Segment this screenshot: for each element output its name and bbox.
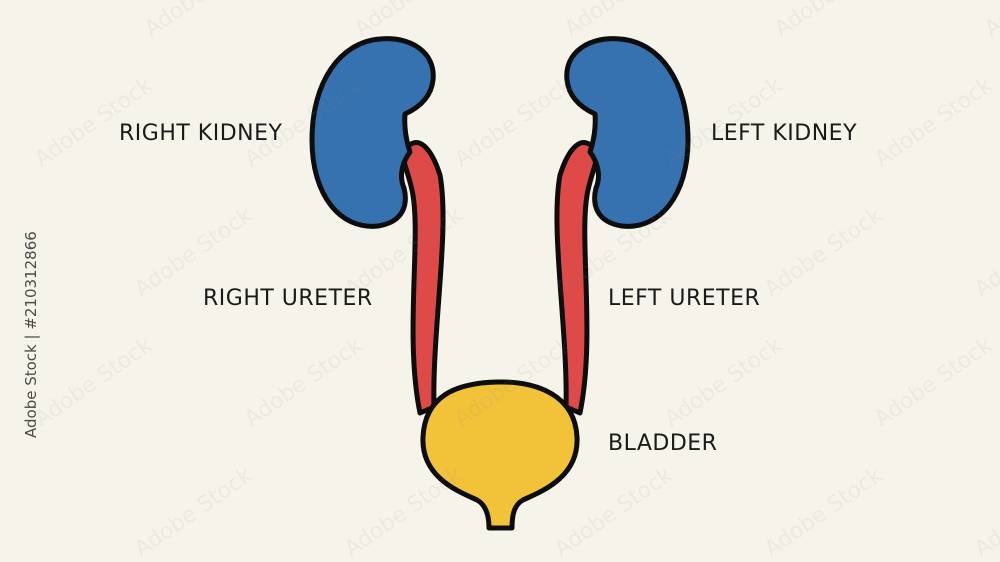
left-kidney [564, 36, 691, 229]
bladder-label: BLADDER [608, 431, 718, 456]
stock-id-text: Adobe Stock | #210312866 [22, 231, 40, 438]
bladder [420, 379, 580, 531]
right-ureter [400, 140, 446, 416]
left-kidney-label: LEFT KIDNEY [711, 121, 858, 146]
left-ureter [554, 140, 600, 416]
left-ureter-label: LEFT URETER [608, 286, 761, 311]
right-ureter-label: RIGHT URETER [203, 286, 373, 311]
right-kidney-label: RIGHT KIDNEY [119, 121, 283, 146]
right-kidney [309, 36, 436, 229]
